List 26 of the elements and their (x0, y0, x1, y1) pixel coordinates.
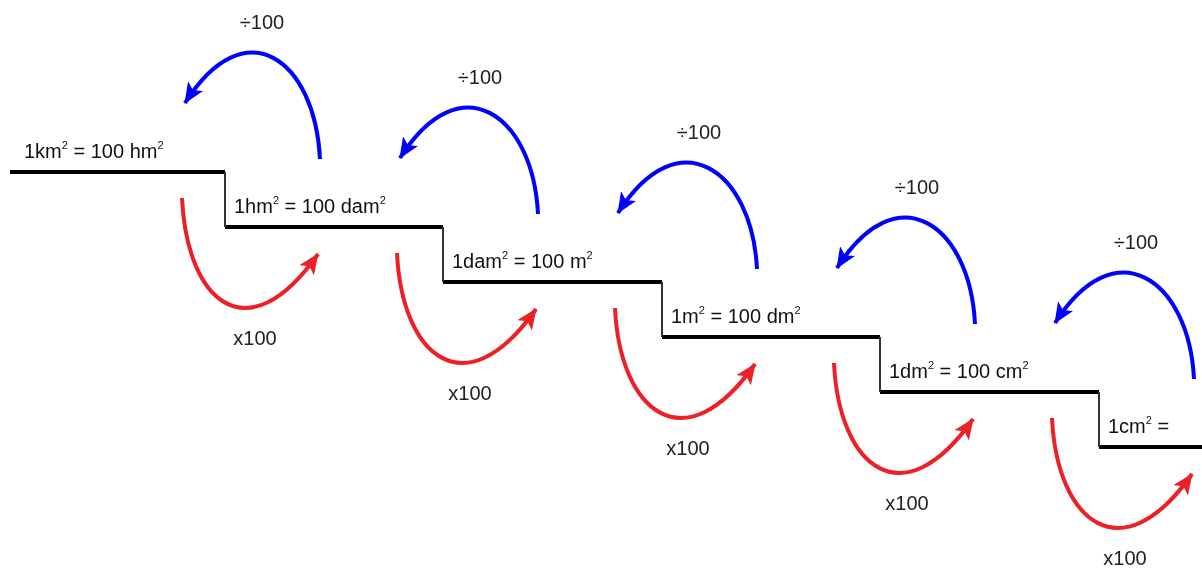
curved-arrow (1053, 271, 1196, 380)
edge-label: x100 (448, 381, 492, 405)
curved-arrow (183, 51, 322, 160)
step-label: 1hm$^{2}$ = 100 dam$^{2}$ (225, 157, 443, 255)
curved-arrow (613, 307, 757, 420)
edge-label: ÷100 (457, 65, 503, 89)
edge-label: ÷100 (894, 175, 940, 199)
step-label: 1cm$^{2}$ = (1099, 377, 1202, 475)
curved-arrow (180, 197, 320, 310)
edge-label: x100 (1103, 546, 1147, 570)
curved-arrow (398, 106, 540, 215)
curved-arrow (832, 362, 975, 475)
edge-label: x100 (233, 326, 277, 350)
edge-label: ÷100 (1113, 230, 1159, 254)
edge-label: x100 (666, 436, 710, 460)
edge-label: ÷100 (676, 120, 722, 144)
edge-label: x100 (885, 491, 929, 515)
step-label: 1km$^{2}$ = 100 hm$^{2}$ (10, 102, 225, 200)
curved-arrow (1050, 417, 1194, 530)
edge-label: ÷100 (239, 10, 285, 34)
step-label: 1m$^{2}$ = 100 dm$^{2}$ (662, 267, 880, 365)
curved-arrow (395, 252, 538, 365)
step-label: 1dam$^{2}$ = 100 m$^{2}$ (443, 212, 662, 310)
step-label: 1dm$^{2}$ = 100 cm$^{2}$ (880, 322, 1099, 420)
curved-arrow (616, 161, 759, 270)
curved-arrow (835, 216, 977, 325)
